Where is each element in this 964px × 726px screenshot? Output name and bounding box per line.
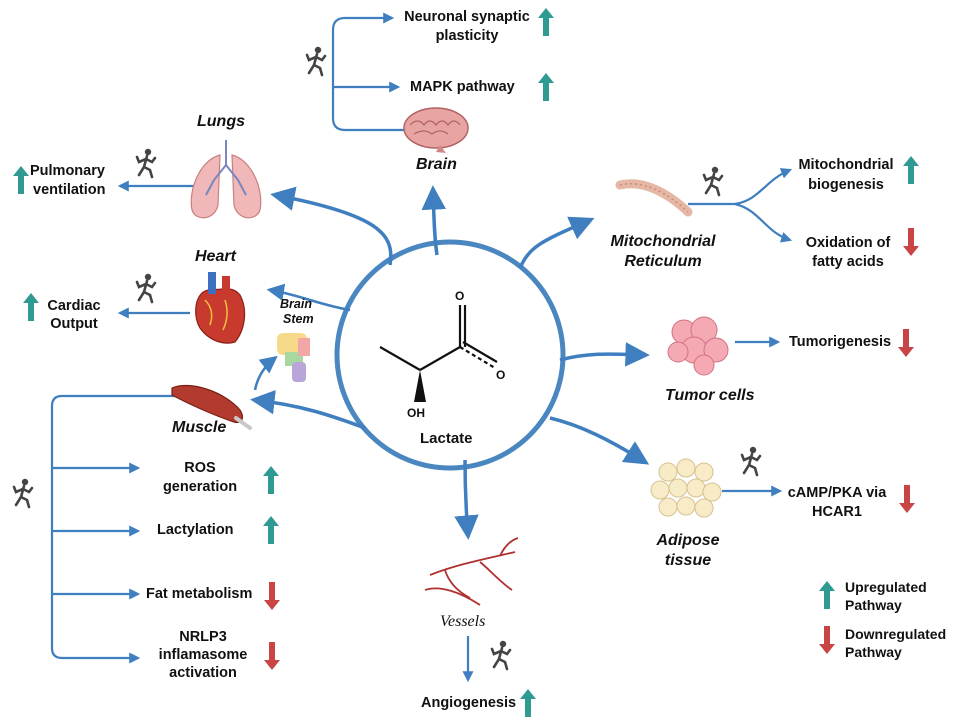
camp-label-1: cAMP/PKA via: [787, 485, 887, 501]
legend-up-label-1: Upregulated: [845, 579, 927, 595]
pulmonary-label-2: ventilation: [33, 182, 106, 198]
muscle-bracket: [50, 394, 180, 664]
nlrp3-label-3: activation: [169, 665, 237, 681]
lungs-icon: [190, 140, 262, 219]
down-arrow-icon: [898, 329, 914, 357]
arrow-to-mito: [518, 216, 595, 269]
mitochondria-icon: [615, 179, 693, 217]
cardiac-label-2: Output: [50, 316, 98, 332]
brain-icon: [403, 107, 469, 153]
vessels-label: Vessels: [440, 613, 486, 630]
mito-biogenesis-label-1: Mitochondrial: [798, 157, 894, 173]
muscle-label: Muscle: [172, 419, 227, 436]
legend-up-icon: [819, 581, 835, 609]
up-arrow-icon: [263, 466, 279, 494]
lactylation-label: Lactylation: [157, 522, 234, 538]
cardiac-label-1: Cardiac: [47, 298, 101, 314]
up-arrow-icon: [538, 8, 554, 36]
adipose-label-1: Adipose: [656, 532, 720, 549]
lungs-label: Lungs: [197, 113, 245, 130]
runner-icon: [490, 639, 512, 671]
arrow-to-lungs: [270, 186, 393, 266]
tumor-cells-icon: [667, 316, 729, 376]
up-arrow-icon: [538, 73, 554, 101]
heart-label: Heart: [195, 248, 236, 265]
neuronal-label-2: plasticity: [435, 28, 499, 44]
fat-metabolism-label: Fat metabolism: [146, 586, 253, 602]
atom-o-right: O: [496, 368, 506, 382]
camp-label-2: HCAR1: [812, 504, 862, 520]
legend-down-label-1: Downregulated: [845, 626, 947, 642]
arrow-muscle-to-brainstem: [253, 355, 278, 391]
ros-label-1: ROS: [184, 460, 216, 476]
brainstem-icon: [277, 333, 310, 382]
runner-icon: [135, 272, 157, 304]
arrow-to-brainstem: [266, 283, 351, 312]
down-arrow-icon: [264, 582, 280, 610]
legend-down-icon: [819, 626, 835, 654]
runner-icon: [702, 165, 724, 197]
mito-label-2: Reticulum: [624, 253, 702, 270]
tumorigenesis-label: Tumorigenesis: [789, 334, 892, 350]
vessels-icon: [424, 537, 519, 606]
atom-oh: OH: [407, 406, 425, 420]
nlrp3-label-1: NRLP3: [179, 629, 227, 645]
down-arrow-icon: [264, 642, 280, 670]
adipose-label-2: tissue: [664, 552, 712, 569]
up-arrow-icon: [903, 156, 919, 184]
oxidation-label-1: Oxidation of: [805, 235, 891, 251]
legend-down-label-2: Pathway: [845, 644, 902, 660]
tumor-label: Tumor cells: [665, 387, 755, 404]
mito-label-1: Mitochondrial: [610, 233, 716, 250]
oxidation-label-2: fatty acids: [812, 254, 884, 270]
lactate-structure: [379, 305, 498, 371]
angiogenesis-label: Angiogenesis: [421, 695, 517, 711]
pulmonary-label-1: Pulmonary: [30, 163, 105, 179]
brain-label: Brain: [416, 156, 457, 173]
muscle-icon: [171, 384, 252, 430]
arrow-to-tumor: [559, 342, 650, 367]
mito-branch-up: [734, 168, 793, 206]
neuronal-label-1: Neuronal synaptic: [404, 9, 530, 25]
brainstem-label-2: Stem: [283, 312, 314, 326]
heart-icon: [195, 272, 246, 344]
down-arrow-icon: [903, 228, 919, 256]
mapk-label: MAPK pathway: [410, 79, 515, 95]
atom-o-top: O: [455, 289, 465, 303]
brain-branch-bracket: [331, 12, 405, 132]
up-arrow-icon: [520, 689, 536, 717]
arrow-to-vessels: [454, 459, 479, 540]
arrow-to-adipose: [549, 416, 650, 465]
mito-biogenesis-label-2: biogenesis: [808, 177, 884, 193]
brainstem-label-1: Brain: [280, 297, 312, 311]
arrow-to-brain: [421, 185, 447, 256]
lactate-label: Lactate: [420, 430, 473, 447]
wedge-bond: [414, 370, 426, 402]
nlrp3-label-2: inflamasome: [158, 647, 248, 663]
mito-branch-down: [734, 202, 793, 243]
runner-icon: [305, 45, 327, 77]
up-arrow-icon: [263, 516, 279, 544]
ros-label-2: generation: [162, 479, 238, 495]
runner-icon: [12, 477, 34, 509]
runner-icon: [740, 445, 762, 477]
up-arrow-icon: [23, 293, 39, 321]
runner-icon: [135, 147, 157, 179]
arrow-to-muscle: [250, 389, 366, 430]
center-circle: [334, 239, 566, 471]
legend-up-label-2: Pathway: [845, 597, 902, 613]
down-arrow-icon: [899, 485, 915, 513]
up-arrow-icon: [13, 166, 29, 194]
adipose-icon: [650, 458, 722, 518]
